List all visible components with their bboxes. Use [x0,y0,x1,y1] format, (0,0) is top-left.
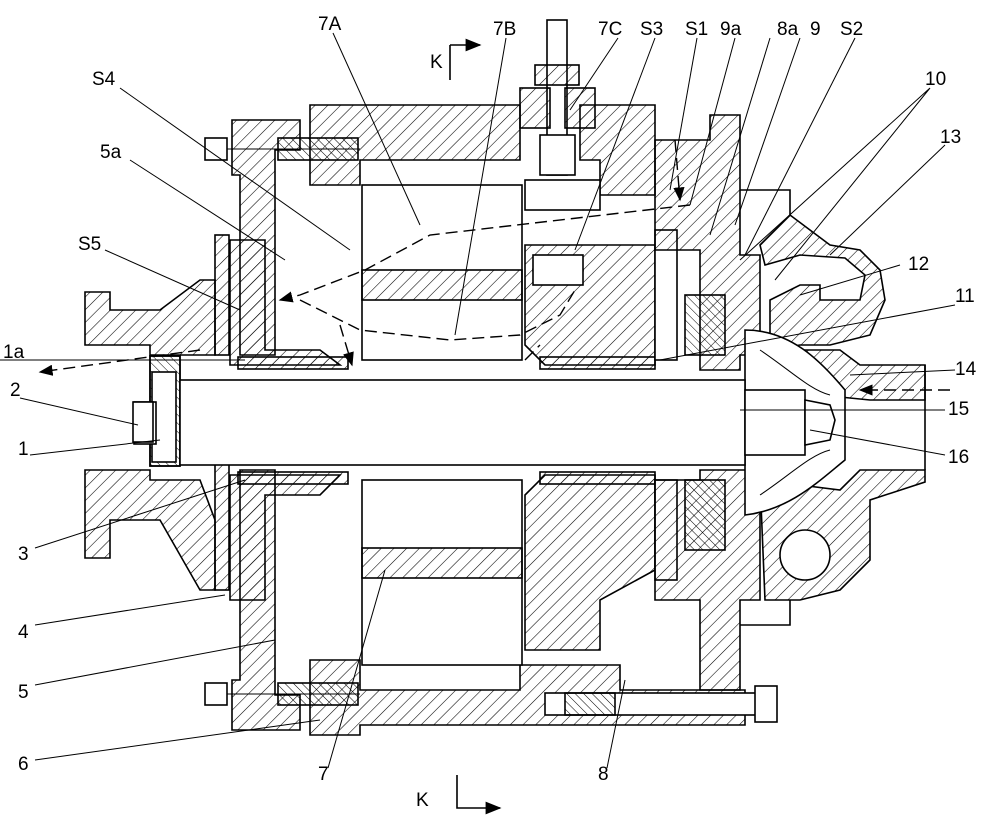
callout-5: 5 [18,682,29,703]
flow-paths [38,139,950,396]
callout-10: 10 [925,69,946,90]
section-label-top: K [430,52,443,73]
callout-labels: 7A 7B 7C S3 S1 9a 8a 9 S2 10 13 S4 5a S5… [3,14,977,785]
callout-2: 2 [10,380,21,401]
callout-16: 16 [948,447,969,468]
section-label-bottom: K [416,790,429,811]
leader-lines [0,32,956,769]
callout-9: 9 [810,19,821,40]
callout-8a: 8a [777,19,799,40]
valve-assembly [519,19,601,286]
callout-7B: 7B [493,19,516,40]
callout-7A: 7A [318,14,342,35]
callout-7C: 7C [598,19,622,40]
callout-1: 1 [18,439,29,460]
callout-S2: S2 [840,19,863,40]
callout-S3: S3 [640,19,663,40]
callout-S5: S5 [78,234,101,255]
callout-8: 8 [598,764,609,785]
callout-3: 3 [18,544,29,565]
callout-9a: 9a [720,19,742,40]
callout-S1: S1 [685,19,708,40]
callout-S4: S4 [92,69,116,90]
callout-6: 6 [18,754,29,775]
callout-15: 15 [948,399,969,420]
callout-5a: 5a [100,142,122,163]
callout-1a: 1a [3,342,25,363]
callout-11: 11 [955,286,975,307]
callout-7: 7 [318,764,329,785]
bolts [277,137,778,723]
callout-12: 12 [908,254,929,275]
callout-14: 14 [955,359,977,380]
callout-4: 4 [18,622,29,643]
section-markers: K K [416,45,502,815]
shaft [132,379,836,466]
callout-13: 13 [940,127,961,148]
compressor-housing [654,114,926,691]
